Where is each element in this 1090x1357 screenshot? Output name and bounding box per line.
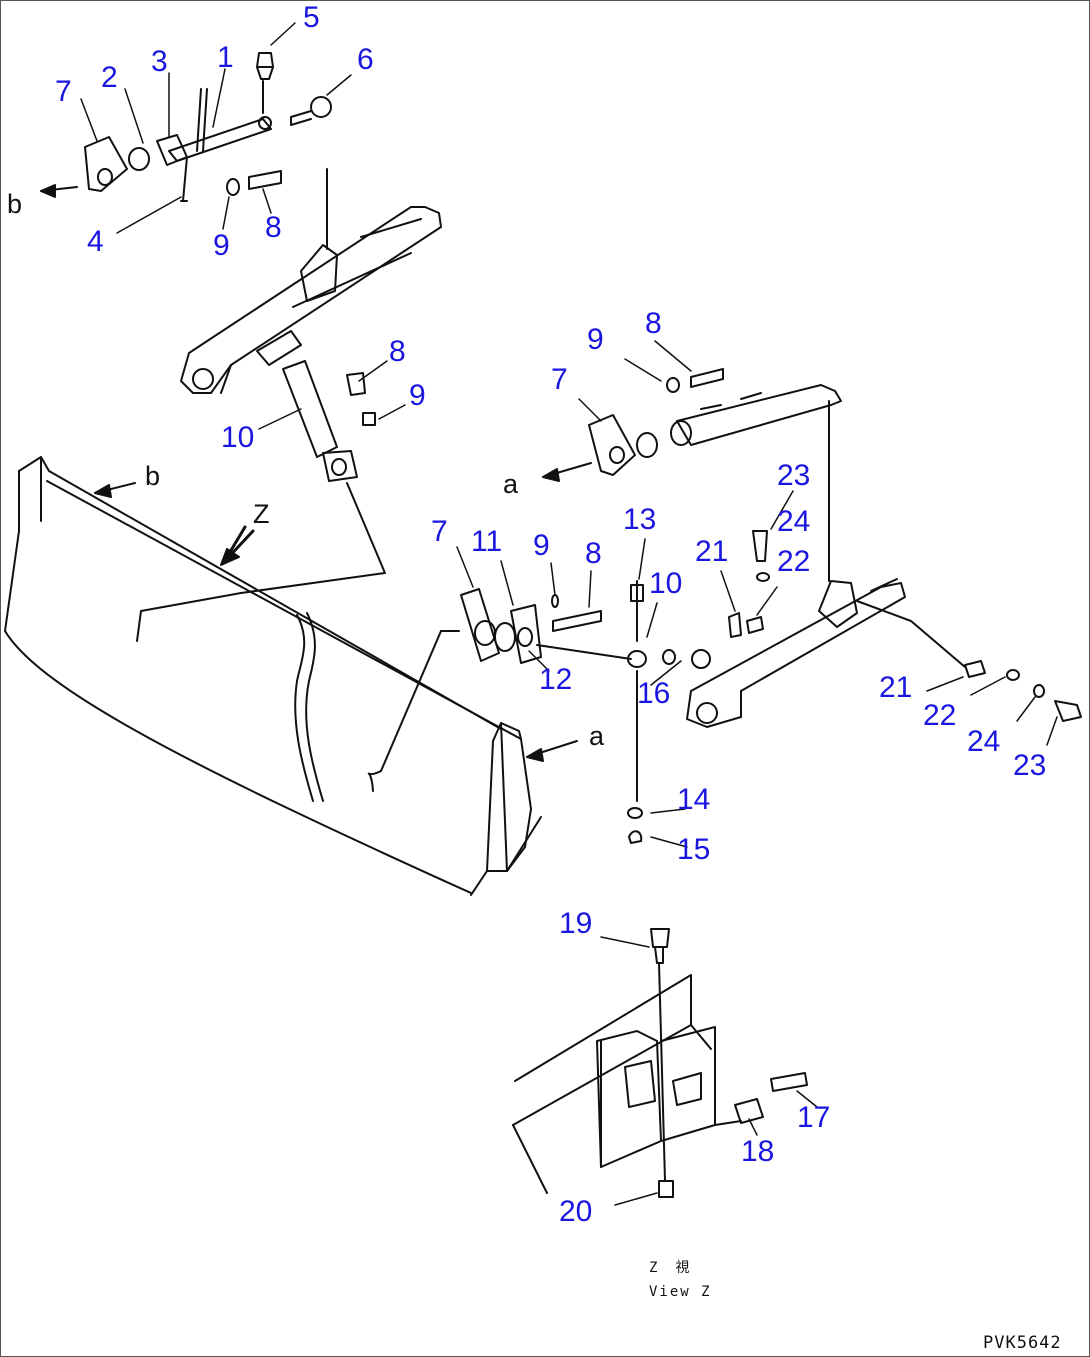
callout-9-top[interactable]: 9 (213, 229, 230, 262)
callout-24-lower[interactable]: 24 (967, 725, 1001, 758)
leader-lines (80, 22, 1058, 1206)
callout-22-upper[interactable]: 22 (777, 545, 811, 578)
view-label-jp: Z 視 (649, 1260, 692, 1276)
right-frame (686, 578, 966, 728)
centre-pivot-parts (440, 580, 711, 802)
callout-4[interactable]: 4 (87, 225, 104, 258)
callout-21-upper[interactable]: 21 (695, 535, 729, 568)
ref-a-cylinder: a (503, 469, 519, 499)
callout-2[interactable]: 2 (101, 61, 118, 94)
callout-13[interactable]: 13 (623, 503, 657, 536)
left-frame (180, 168, 442, 394)
callout-9-mid[interactable]: 9 (409, 379, 426, 412)
right-cylinder-assembly (588, 368, 842, 582)
callout-23-upper[interactable]: 23 (777, 459, 811, 492)
callout-1[interactable]: 1 (217, 41, 234, 74)
callout-19[interactable]: 19 (559, 907, 593, 940)
small-fasteners (627, 530, 1082, 844)
callout-18[interactable]: 18 (741, 1135, 775, 1168)
callout-8-top[interactable]: 8 (265, 211, 282, 244)
callout-3[interactable]: 3 (151, 45, 168, 78)
view-z-arrow (220, 525, 255, 566)
view-z-marker: Z (253, 499, 270, 529)
callout-9-centre[interactable]: 9 (533, 529, 550, 562)
callout-8-mid[interactable]: 8 (389, 335, 406, 368)
callout-23-lower[interactable]: 23 (1013, 749, 1047, 782)
callout-14[interactable]: 14 (677, 783, 711, 816)
callout-7-right[interactable]: 7 (551, 363, 568, 396)
view-label-en: View Z (649, 1284, 712, 1300)
callout-10-left[interactable]: 10 (221, 421, 255, 454)
callout-15[interactable]: 15 (677, 833, 711, 866)
view-z-detail (512, 928, 808, 1198)
callout-8-right[interactable]: 8 (645, 307, 662, 340)
callout-22-lower[interactable]: 22 (923, 699, 957, 732)
callout-11[interactable]: 11 (471, 525, 503, 558)
left-brace (136, 360, 386, 642)
callout-6[interactable]: 6 (357, 43, 374, 76)
callout-7-centre[interactable]: 7 (431, 515, 448, 548)
upper-arm-assembly (84, 52, 332, 202)
callout-10-centre[interactable]: 10 (649, 567, 683, 600)
callout-24-upper[interactable]: 24 (777, 505, 811, 538)
callout-16[interactable]: 16 (637, 677, 671, 710)
callout-5[interactable]: 5 (303, 1, 320, 34)
callout-8-centre[interactable]: 8 (585, 537, 602, 570)
blade (4, 456, 542, 896)
callout-7-top[interactable]: 7 (55, 75, 72, 108)
callout-20[interactable]: 20 (559, 1195, 593, 1228)
ref-b-blade: b (145, 461, 161, 491)
callout-9-right[interactable]: 9 (587, 323, 604, 356)
callout-12[interactable]: 12 (539, 663, 573, 696)
ref-b-top: b (7, 189, 23, 219)
reference-arrows (40, 184, 592, 762)
drawing-code: PVK5642 (983, 1333, 1062, 1353)
callout-17[interactable]: 17 (797, 1101, 831, 1134)
ref-a-blade: a (589, 721, 605, 751)
callout-21-lower[interactable]: 21 (879, 671, 913, 704)
